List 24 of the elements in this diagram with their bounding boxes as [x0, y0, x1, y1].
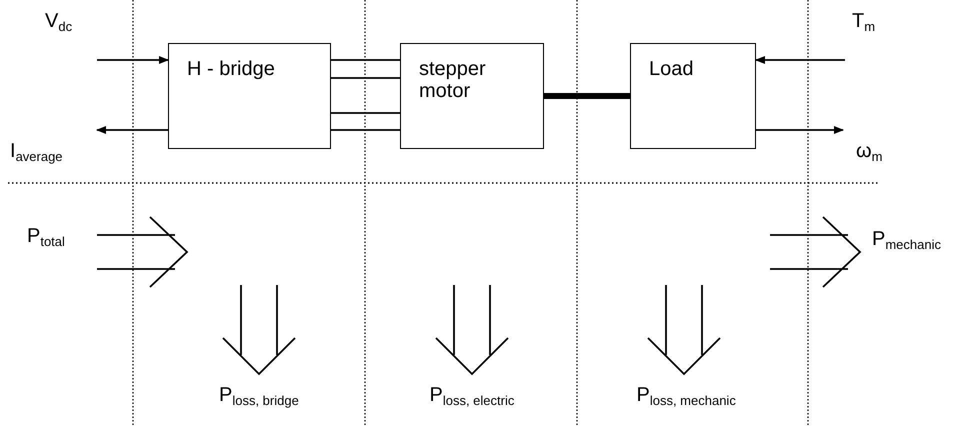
signal-label: T$_{m}$	[845, 10, 876, 34]
shaft-line	[544, 93, 630, 99]
block-box	[630, 43, 756, 149]
arrow	[756, 126, 844, 134]
power-label: P$_{mechanic}$	[872, 228, 941, 252]
connector-line	[331, 59, 400, 61]
power-label: P$_{loss, bridge}$	[219, 384, 299, 408]
power-label: P$_{total}$	[27, 225, 65, 250]
block-box	[400, 43, 544, 149]
power-label: P$_{loss, electric}$	[430, 384, 514, 408]
connector-line	[331, 129, 400, 131]
block-box	[168, 43, 331, 149]
connector-line	[331, 77, 400, 79]
arrow	[97, 56, 169, 64]
connector-line	[331, 112, 400, 114]
block-label: Load	[649, 58, 694, 80]
block-label: H - bridge	[187, 58, 275, 80]
arrow	[96, 126, 168, 134]
signal-label: ω$_{m}$	[843, 140, 882, 164]
signal-label: I$_{average}$	[10, 140, 97, 164]
block-label: stepper motor	[419, 58, 487, 102]
signal-label: V$_{dc}$	[45, 10, 97, 34]
power-label: P$_{loss, mechanic}$	[636, 384, 736, 408]
arrow	[755, 56, 845, 64]
